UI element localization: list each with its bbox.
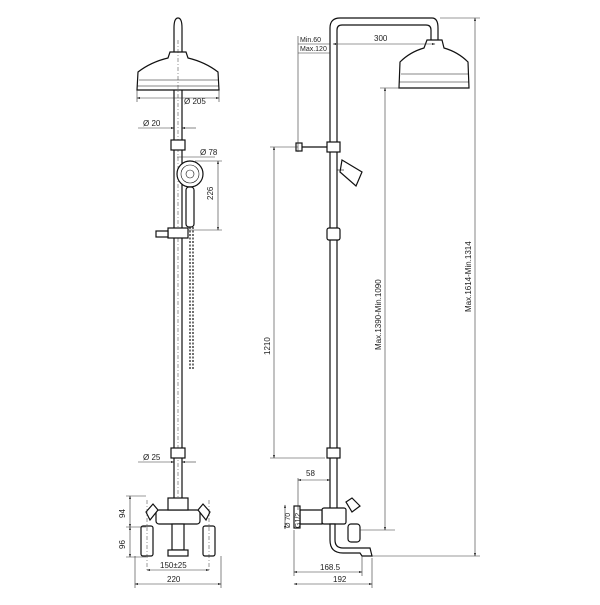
side-view: Min.60 Max.120 300 1210 Max.1390-Min.109… [263, 17, 480, 588]
dim-overall-width: 220 [167, 575, 181, 584]
front-view: Ø 205 Ø 20 Ø 78 226 Ø 25 94 96 150±25 22… [118, 17, 222, 588]
dim-slide-height: 1210 [263, 337, 272, 355]
dim-pipe-diameter-bottom: Ø 25 [143, 453, 161, 462]
dim-arm-max: Max.120 [300, 46, 327, 53]
dim-handshower-length: 226 [206, 186, 215, 200]
dim-arm-min: Min.60 [300, 37, 321, 44]
dim-valve-height-top: 94 [118, 509, 127, 518]
dim-handshower-diameter: Ø 78 [200, 148, 218, 157]
dim-flange-diameter: Ø 70 [285, 513, 292, 528]
dim-pipe-diameter-top: Ø 20 [143, 119, 161, 128]
front-mixer-body [155, 509, 201, 525]
dim-total-height-range: Max.1614-Min.1314 [464, 241, 473, 312]
dim-valve-height-bottom: 96 [118, 540, 127, 549]
side-shower-head [398, 39, 470, 89]
dim-spout-reach: 168.5 [320, 563, 341, 572]
dim-head-height-range: Max.1390-Min.1090 [374, 279, 383, 350]
dim-centers: 150±25 [160, 561, 187, 570]
dim-arm-length: 300 [374, 34, 388, 43]
dim-wall-offset: 58 [306, 469, 315, 478]
side-handshower-holder [339, 159, 363, 187]
dim-head-diameter: Ø 205 [184, 97, 206, 106]
dim-thread: G1/2 [295, 513, 302, 528]
dim-depth: 192 [333, 575, 347, 584]
